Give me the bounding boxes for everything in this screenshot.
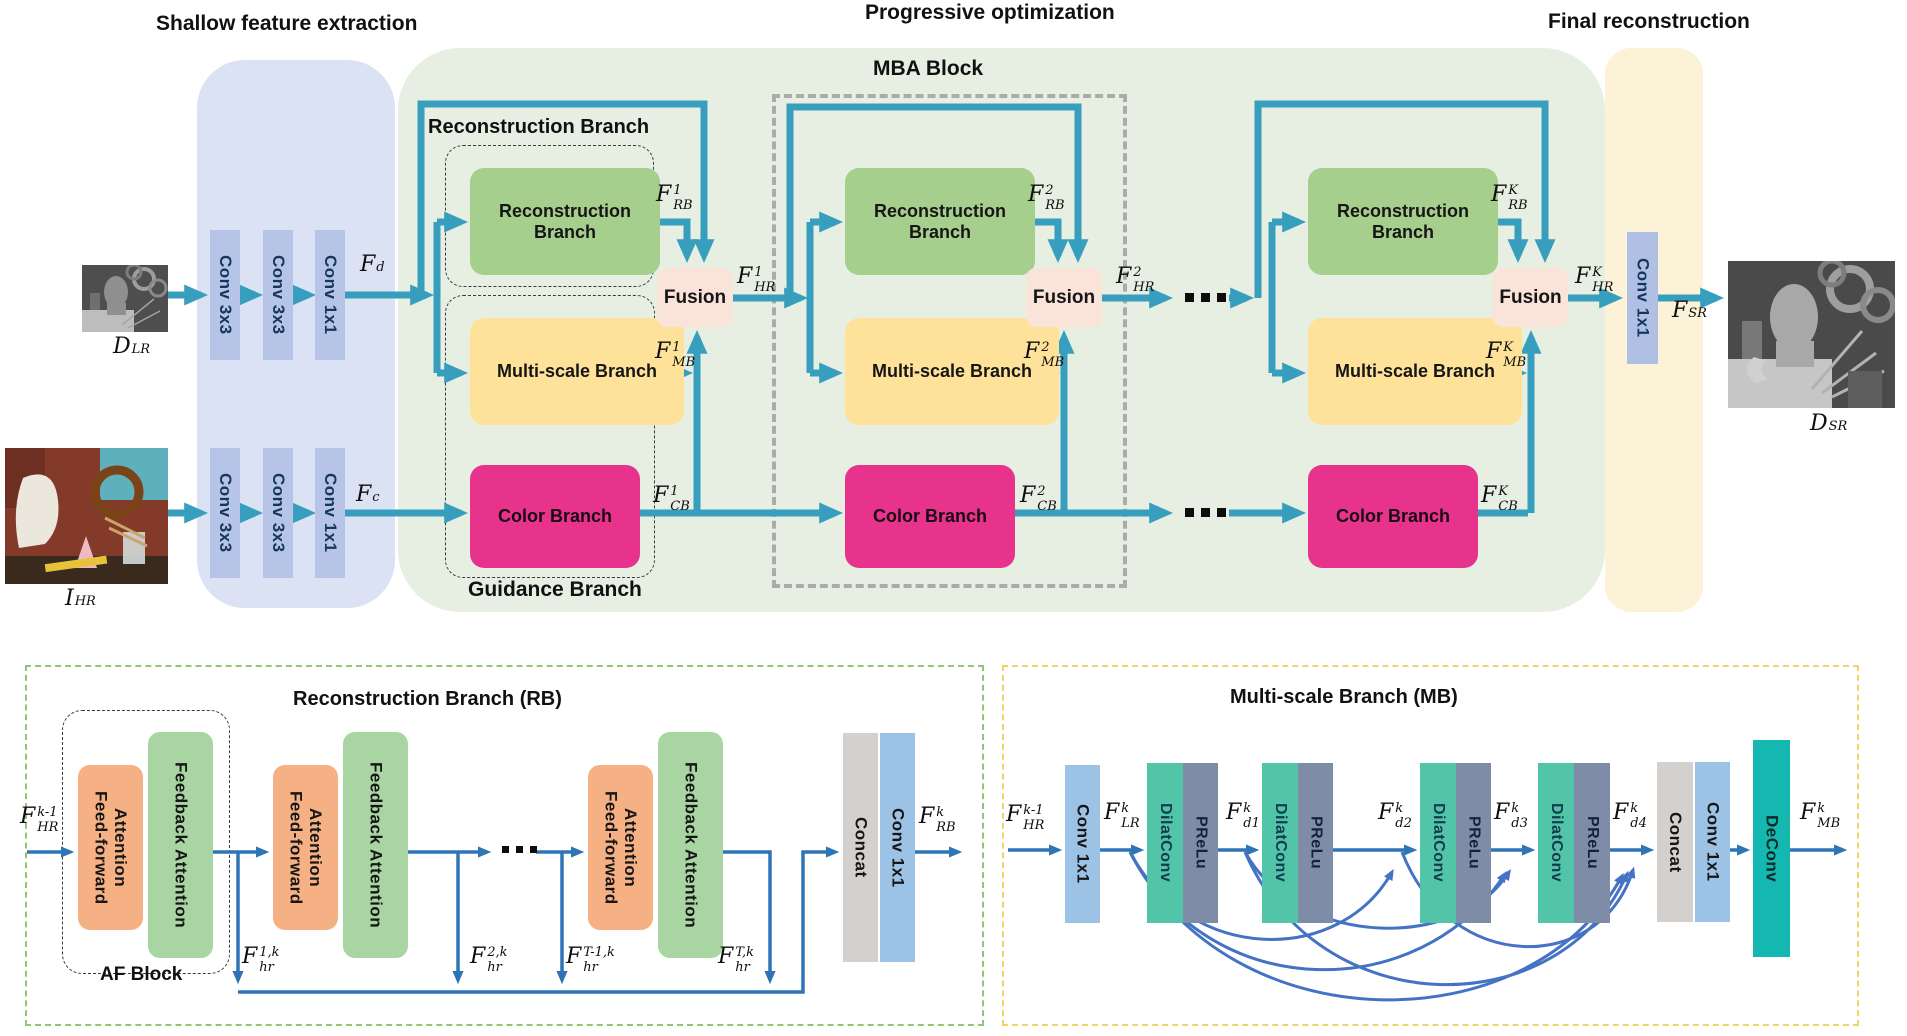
reconstruction-branch-annotation: Reconstruction Branch [428, 116, 650, 138]
multiscale-branch-box-1: Multi-scale Branch [470, 318, 684, 425]
conv3x3-box-color-1: Conv 3x3 [210, 448, 240, 578]
feed-forward-attention-box-t: Feed-forward Attention [588, 765, 653, 930]
color-row-ellipsis [1185, 508, 1226, 517]
feed-forward-attention-box-2: Feed-forward Attention [273, 765, 338, 930]
fsr-label: FSR [1672, 298, 1707, 323]
color-branch-box-k: Color Branch [1308, 465, 1478, 568]
rb-concat-box: Concat [843, 733, 878, 962]
conv3x3-box-color-2: Conv 3x3 [263, 448, 293, 578]
fusion-box-2: Fusion [1026, 268, 1102, 327]
fd-label: Fd [360, 252, 385, 277]
rb-panel-blue-connectors [27, 846, 963, 994]
dilatconv-box-1: DilatConv [1147, 763, 1183, 923]
fusion-box-1: Fusion [657, 268, 733, 327]
reconstruction-branch-box-1: Reconstruction Branch [470, 168, 660, 275]
dsr-label: DSR [1810, 411, 1848, 436]
final-conv1x1-box: Conv 1x1 [1627, 232, 1658, 364]
mb-concat-box: Concat [1657, 762, 1693, 922]
top-diagram-teal-connectors [168, 100, 1724, 524]
multiscale-branch-box-k: Multi-scale Branch [1308, 318, 1522, 425]
title-final-reconstruction: Final reconstruction [1548, 10, 1750, 33]
feedback-attention-box-1: Feedback Attention [148, 732, 213, 958]
feedback-attention-box-2: Feedback Attention [343, 732, 408, 958]
rb-conv1x1-box: Conv 1x1 [880, 733, 915, 962]
af-block-dashed-outline [62, 710, 230, 974]
multiscale-branch-box-2: Multi-scale Branch [845, 318, 1059, 425]
reconstruction-branch-box-k: Reconstruction Branch [1308, 168, 1498, 275]
feedback-attention-box-t: Feedback Attention [658, 732, 723, 958]
mb-panel-title: Multi-scale Branch (MB) [1230, 686, 1458, 708]
conv1x1-box-color: Conv 1x1 [315, 448, 345, 578]
title-shallow-feature-extraction: Shallow feature extraction [156, 12, 418, 35]
mba-block-label: MBA Block [873, 57, 984, 80]
guidance-branch-annotation: Guidance Branch [468, 578, 642, 601]
feed-forward-attention-box-1: Feed-forward Attention [78, 765, 143, 930]
conv1x1-box-depth: Conv 1x1 [315, 230, 345, 360]
dilatconv-box-4: DilatConv [1538, 763, 1574, 923]
dilatconv-box-2: DilatConv [1262, 763, 1298, 923]
rb-panel-title: Reconstruction Branch (RB) [293, 688, 562, 710]
dlr-label: DLR [113, 334, 151, 359]
deconv-box: DeConv [1753, 740, 1790, 957]
dsr-depth-image [1728, 261, 1895, 408]
conv3x3-box-depth-1: Conv 3x3 [210, 230, 240, 360]
fusion-box-k: Fusion [1493, 268, 1568, 327]
dilatconv-box-3: DilatConv [1420, 763, 1456, 923]
color-branch-box-1: Color Branch [470, 465, 640, 568]
prelu-box-2: PReLu [1298, 763, 1333, 923]
prelu-box-3: PReLu [1456, 763, 1491, 923]
color-branch-box-2: Color Branch [845, 465, 1015, 568]
mb-conv1x1-box: Conv 1x1 [1065, 765, 1100, 923]
dlr-depth-image [82, 265, 168, 332]
title-progressive-optimization: Progressive optimization [865, 1, 1115, 24]
mb-conv1x1-box-2: Conv 1x1 [1695, 762, 1730, 922]
mb-panel-dashed-border [1002, 665, 1859, 1026]
reconstruction-branch-box-2: Reconstruction Branch [845, 168, 1035, 275]
prelu-box-1: PReLu [1183, 763, 1218, 923]
ihr-label: IHR [65, 586, 96, 611]
af-block-label: AF Block [100, 964, 183, 985]
ihr-color-image [5, 448, 168, 584]
fc-label: Fc [356, 482, 380, 507]
prelu-box-4: PReLu [1574, 763, 1610, 923]
conv3x3-box-depth-2: Conv 3x3 [263, 230, 293, 360]
mba-block-dashed-outline [772, 94, 1127, 588]
rb-panel-dashed-border [25, 665, 984, 1026]
rb-ellipsis [502, 846, 537, 853]
guidance-branch-dashed-outline [445, 295, 655, 578]
top-row-ellipsis [1185, 293, 1226, 302]
